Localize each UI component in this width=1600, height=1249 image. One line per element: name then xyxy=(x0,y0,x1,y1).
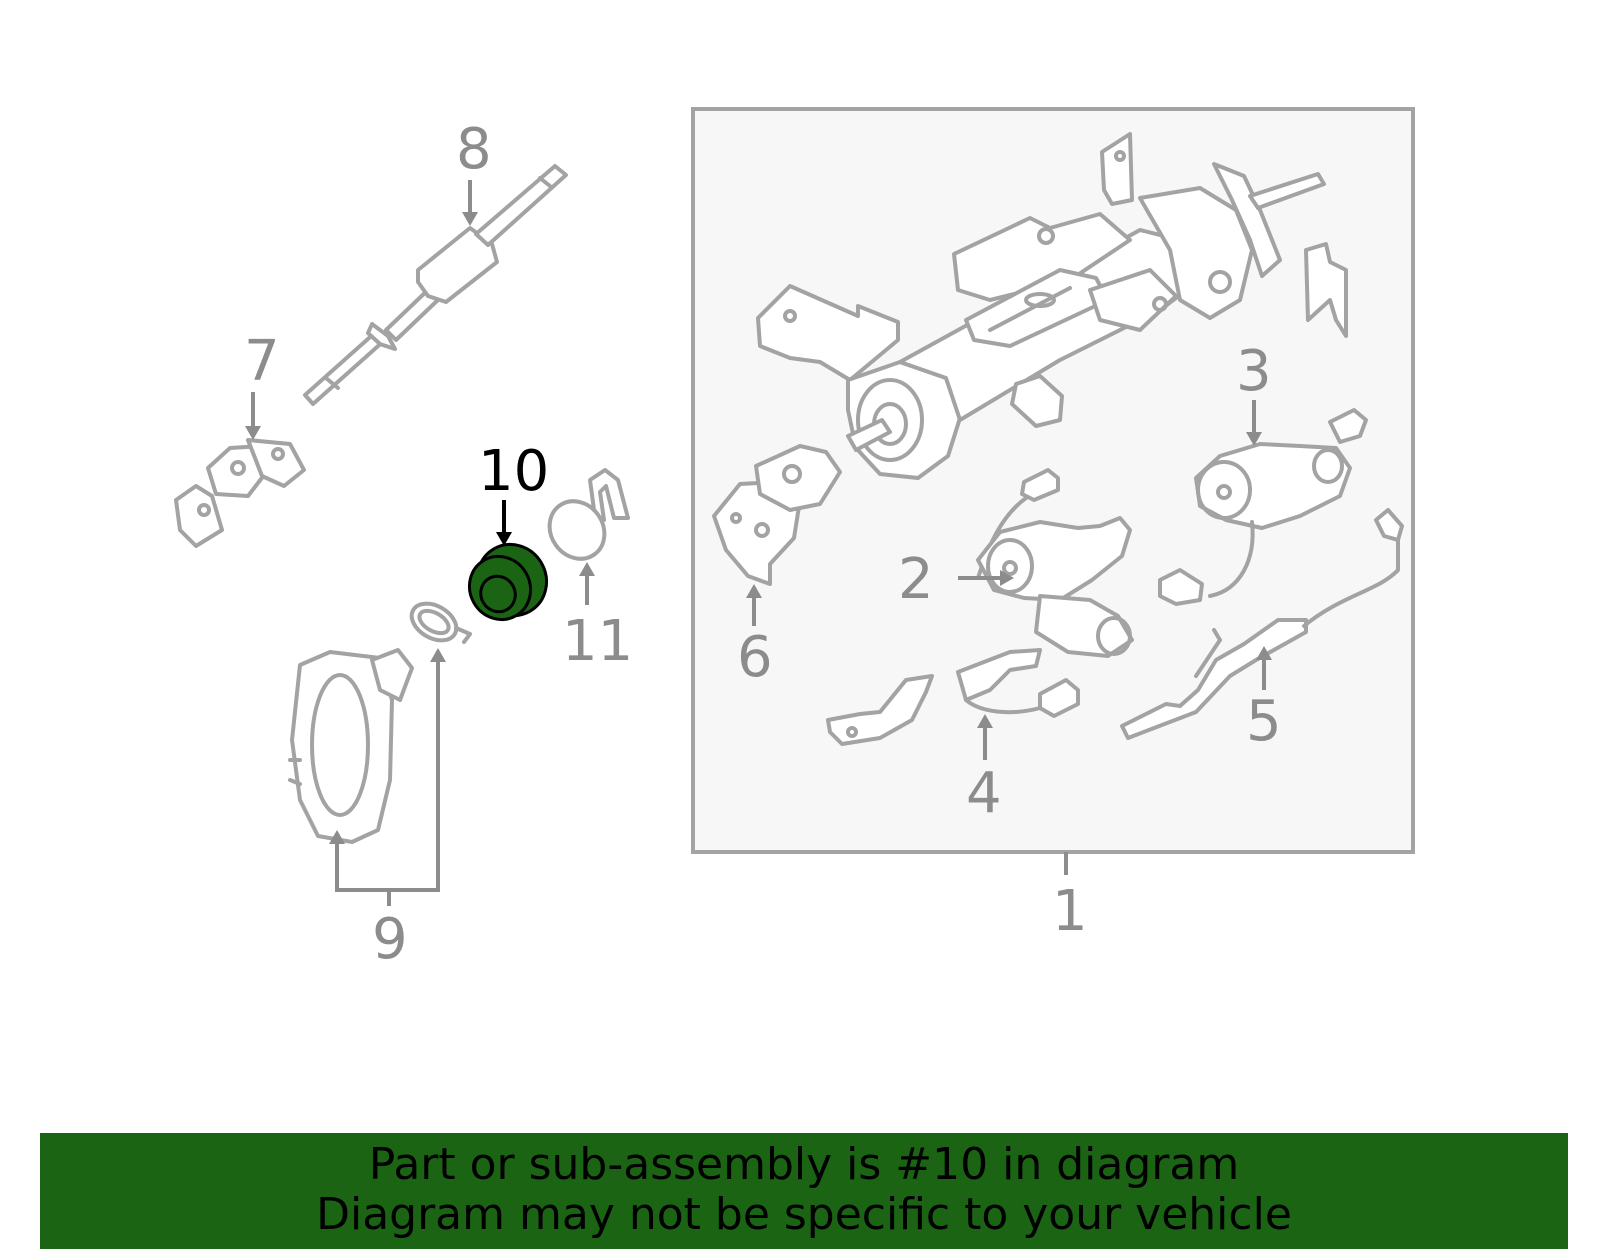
arrowhead-9a xyxy=(329,830,345,844)
callout-1: 1 xyxy=(1052,879,1088,944)
part-6-yoke[interactable] xyxy=(712,444,842,586)
part-1-steering-column[interactable] xyxy=(756,132,1348,480)
part-5-harness[interactable] xyxy=(1120,508,1404,740)
arrowhead-5 xyxy=(1256,646,1272,660)
banner-line-disclaimer: Diagram may not be specific to your vehi… xyxy=(316,1189,1292,1240)
callout-10: 10 xyxy=(478,439,549,504)
part-8-intermediate-shaft[interactable] xyxy=(303,164,568,406)
callout-3: 3 xyxy=(1236,339,1272,404)
callout-4: 4 xyxy=(966,761,1002,826)
callout-2: 2 xyxy=(898,547,934,612)
arrowhead-11 xyxy=(579,562,595,576)
part-10-bushing[interactable] xyxy=(458,532,559,631)
arrowhead-4 xyxy=(977,714,993,728)
callout-8: 8 xyxy=(456,117,492,182)
arrowhead-6 xyxy=(746,584,762,598)
callout-11: 11 xyxy=(562,609,633,674)
arrowhead-9b xyxy=(430,648,446,662)
callout-6: 6 xyxy=(737,625,773,690)
arrowhead-7 xyxy=(245,426,261,440)
arrowhead-10 xyxy=(496,532,512,546)
info-banner: Part or sub-assembly is #10 in diagram D… xyxy=(40,1133,1568,1249)
part-9-boot-cover[interactable] xyxy=(288,596,472,844)
banner-line-part: Part or sub-assembly is #10 in diagram xyxy=(368,1139,1240,1190)
part-3-telescopic-motor[interactable] xyxy=(1158,408,1368,606)
callout-9: 9 xyxy=(372,907,408,972)
part-7-universal-joint[interactable] xyxy=(174,438,306,548)
arrowhead-8 xyxy=(462,212,478,226)
callout-5: 5 xyxy=(1246,689,1282,754)
part-4-bracket-harness[interactable] xyxy=(826,648,1080,746)
arrowhead-2 xyxy=(1000,570,1014,586)
part-2-tilt-motor[interactable] xyxy=(976,468,1134,658)
arrowhead-3 xyxy=(1246,432,1262,446)
callout-7: 7 xyxy=(244,329,280,394)
part-11-grommet[interactable] xyxy=(538,468,630,569)
